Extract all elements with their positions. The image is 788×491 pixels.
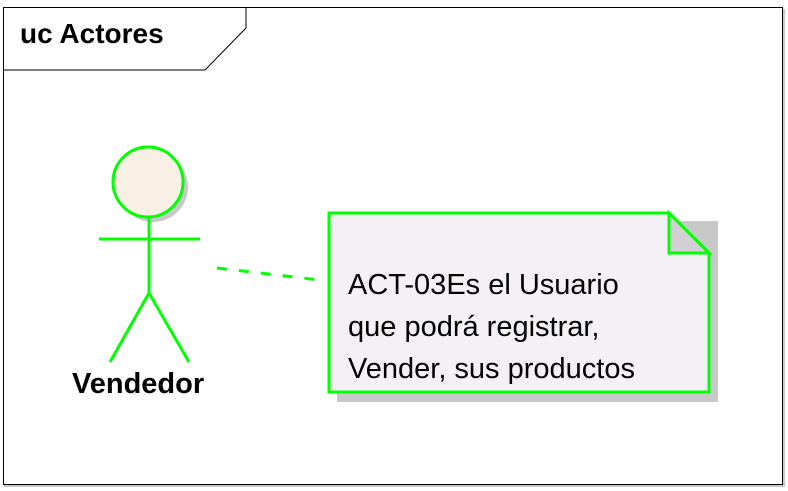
- note-line: que podrá registrar,: [348, 311, 600, 343]
- note-line: ACT-03Es el Usuario: [348, 269, 619, 301]
- frame-shadow: [783, 9, 785, 487]
- note-text: ACT-03Es el Usuario que podrá registrar,…: [348, 264, 698, 390]
- actor-name: Vendedor: [72, 368, 205, 400]
- note-connector[interactable]: [216, 266, 321, 282]
- frame-shadow: [4, 485, 784, 487]
- actor-left-leg: [108, 292, 151, 363]
- note-fold-icon: [667, 209, 713, 255]
- actor-right-leg: [147, 292, 191, 363]
- note-line: Vender, sus productos: [348, 353, 635, 385]
- actor-vendedor[interactable]: [99, 145, 200, 363]
- actor-head-icon: [111, 145, 185, 219]
- note-act-03[interactable]: [327, 209, 713, 394]
- diagram-frame: [3, 7, 783, 485]
- frame-title: uc Actores: [20, 18, 164, 49]
